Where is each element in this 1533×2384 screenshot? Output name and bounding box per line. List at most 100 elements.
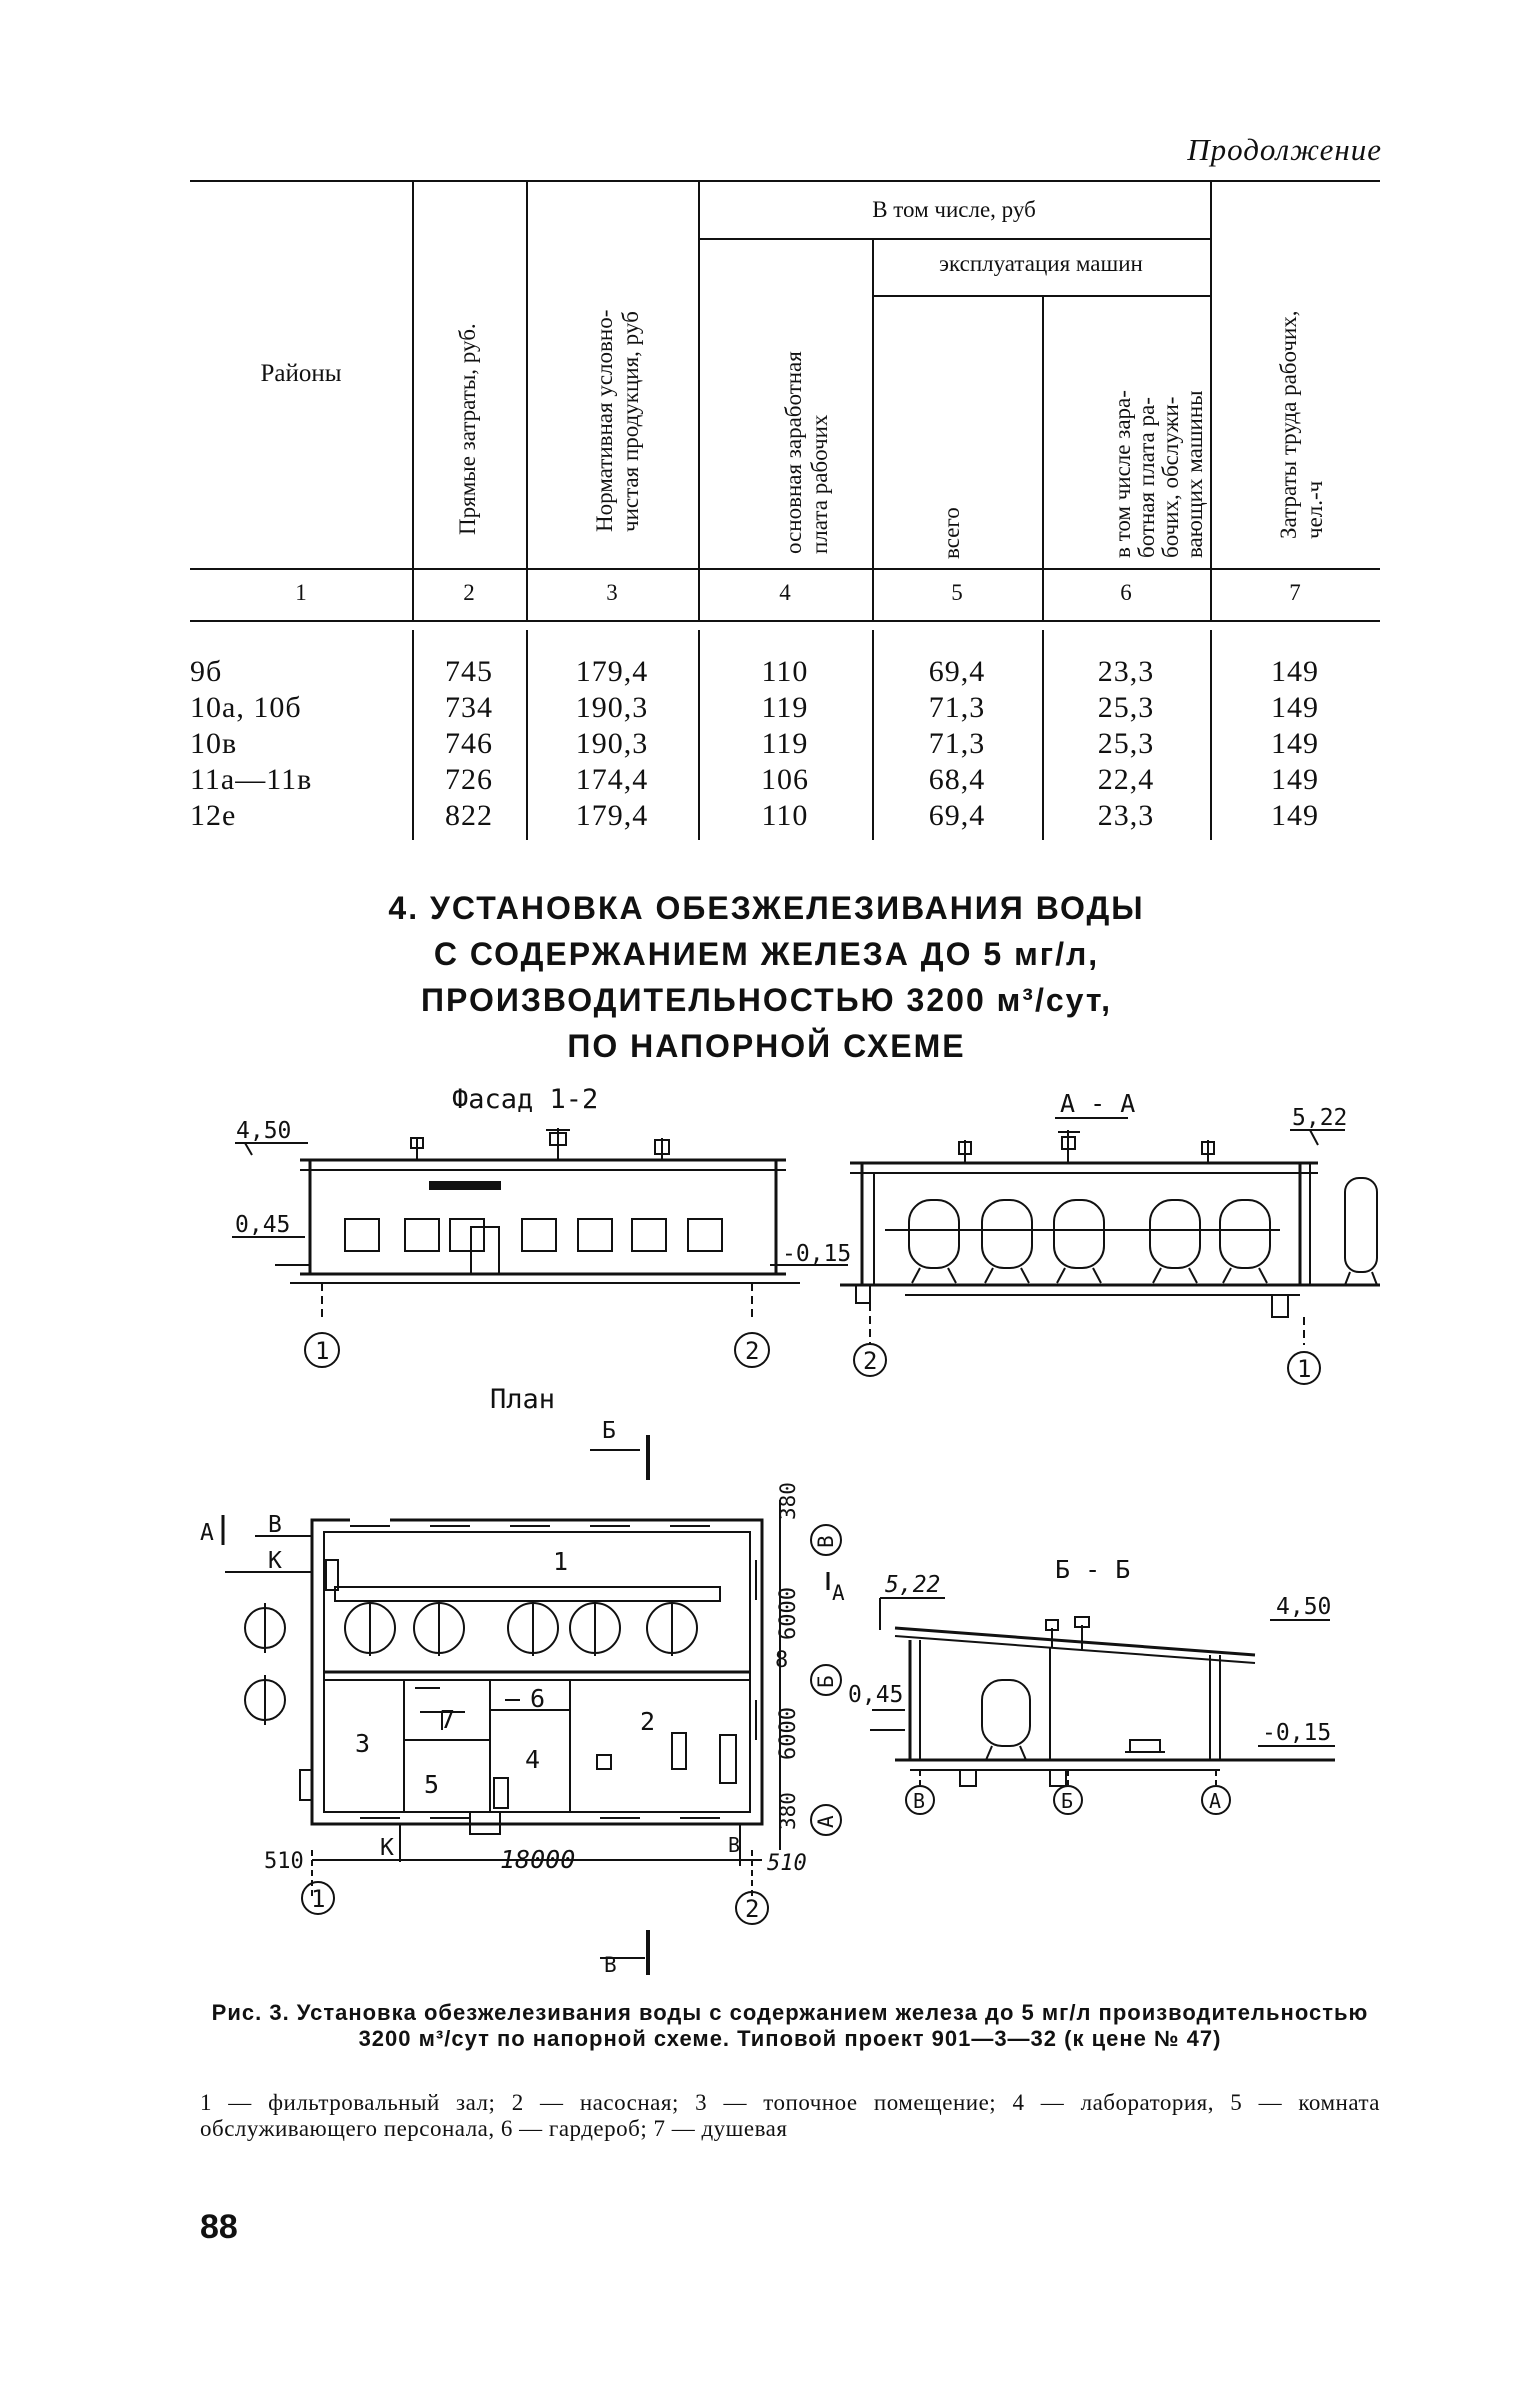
room-3: 3 bbox=[355, 1729, 370, 1758]
colnum-divider bbox=[698, 570, 700, 620]
cut-v-bottom: В bbox=[604, 1953, 617, 1977]
col-direct-costs: 745 734 746 726 822 bbox=[445, 655, 493, 832]
header-including: В том числе, руб bbox=[872, 197, 1036, 222]
dim-510-left: 510 bbox=[264, 1849, 304, 1874]
axis-2-aa: 2 bbox=[863, 1347, 877, 1375]
colnum-divider bbox=[412, 570, 414, 620]
section-title-4: ПО НАПОРНОЙ СХЕМЕ bbox=[567, 1028, 966, 1064]
elev-450-facade: 4,50 bbox=[236, 1118, 291, 1144]
colnum-6: 6 bbox=[1120, 580, 1132, 605]
plan-view: План Б bbox=[200, 1384, 845, 1977]
col-districts: 9б 10а, 10б 10в 11а—11в 12е bbox=[190, 655, 313, 832]
colnum-5: 5 bbox=[951, 580, 963, 605]
header-districts: Районы bbox=[260, 360, 342, 387]
figure-caption: Рис. 3. Установка обезжелезивания воды с… bbox=[211, 2000, 1369, 2051]
axis-2-plan: 2 bbox=[745, 1895, 759, 1923]
facade-view: Фасад 1-2 4,50 0,45 -0,15 1 bbox=[232, 1084, 851, 1368]
axis-b-bb: Б bbox=[1061, 1789, 1073, 1813]
filter-tank-group bbox=[885, 1199, 1280, 1284]
axis-1-facade: 1 bbox=[315, 1337, 329, 1365]
axis-a-plan: А bbox=[814, 1815, 838, 1828]
room-5: 5 bbox=[424, 1770, 439, 1799]
section-bb-view: Б - Б 5,22 4,50 0,45 -0,15 bbox=[848, 1555, 1335, 1815]
section-aa-label: А - А bbox=[1060, 1089, 1135, 1118]
room-2: 2 bbox=[640, 1707, 655, 1736]
colnum-1: 1 bbox=[295, 580, 307, 605]
room-7: 7 bbox=[440, 1705, 455, 1734]
label-k-bottom: К bbox=[380, 1835, 394, 1861]
axis-v-plan: В bbox=[814, 1535, 838, 1548]
axis-1-plan: 1 bbox=[311, 1885, 325, 1913]
cut-a-right: А bbox=[832, 1581, 845, 1605]
axis-1-aa: 1 bbox=[1297, 1355, 1311, 1383]
section-aa-view: А - А 5,22 bbox=[840, 1089, 1380, 1385]
section-title-1: 4. УСТАНОВКА ОБЕЗЖЕЛЕЗИВАНИЯ ВОДЫ bbox=[388, 890, 1145, 926]
elev-m015-bb: -0,15 bbox=[1262, 1720, 1331, 1746]
table-top-rule bbox=[190, 180, 1380, 182]
header-bottom-rule bbox=[190, 568, 1380, 570]
section-bb-label: Б - Б bbox=[1055, 1555, 1130, 1584]
data-table: Районы В том числе, руб эксплуатация маш… bbox=[190, 180, 1380, 840]
colnum-3: 3 bbox=[606, 580, 618, 605]
colnum-divider bbox=[1210, 570, 1212, 620]
col-divider bbox=[526, 180, 528, 570]
col-divider bbox=[872, 238, 874, 570]
cut-a-left: А bbox=[200, 1520, 214, 1546]
dim-18000: 18000 bbox=[500, 1845, 575, 1874]
elev-522-bb: 5,22 bbox=[885, 1572, 940, 1598]
col-machine-total: 69,4 71,3 71,3 68,4 69,4 bbox=[928, 655, 986, 832]
axis-b-plan: Б bbox=[814, 1675, 838, 1688]
body-divider bbox=[412, 630, 414, 840]
body-divider bbox=[526, 630, 528, 840]
page-number: 88 bbox=[200, 2208, 238, 2246]
dim-6000-top: 6000 bbox=[776, 1587, 801, 1640]
elev-522-aa: 5,22 bbox=[1292, 1105, 1347, 1131]
axis-v-bb: В bbox=[913, 1789, 925, 1813]
colnum-4: 4 bbox=[779, 580, 791, 605]
label-k-top: К bbox=[268, 1548, 282, 1574]
machine-underline bbox=[872, 295, 1210, 297]
continued-label: Продолжение bbox=[1187, 132, 1382, 167]
axis-a-bb: А bbox=[1209, 1789, 1221, 1813]
colnum-divider bbox=[1042, 570, 1044, 620]
col-normative: 179,4 190,3 190,3 174,4 179,4 bbox=[575, 655, 649, 832]
col-divider bbox=[1042, 295, 1044, 570]
colnum-divider bbox=[526, 570, 528, 620]
elev-045-facade: 0,45 bbox=[235, 1212, 290, 1238]
dim-380: 380 bbox=[776, 1482, 800, 1520]
col-divider bbox=[698, 180, 700, 570]
axis-2-facade: 2 bbox=[745, 1337, 759, 1365]
colnum-7: 7 bbox=[1289, 580, 1301, 605]
room-4: 4 bbox=[525, 1745, 540, 1774]
col-machine-wage: 23,3 25,3 25,3 22,4 23,3 bbox=[1097, 655, 1155, 832]
colnum-2: 2 bbox=[463, 580, 475, 605]
elev-045-bb: 0,45 bbox=[848, 1682, 903, 1708]
colnum-divider bbox=[872, 570, 874, 620]
label-v-bottom: В bbox=[728, 1833, 740, 1857]
col-base-wage: 110 119 119 106 110 bbox=[761, 655, 809, 832]
room-1: 1 bbox=[553, 1547, 568, 1576]
cut-b-top: Б bbox=[602, 1418, 616, 1444]
col-divider bbox=[412, 180, 414, 570]
facade-label: Фасад 1-2 bbox=[452, 1084, 598, 1115]
header-machine-operation: эксплуатация машин bbox=[939, 251, 1143, 276]
section-title-2: С СОДЕРЖАНИЕМ ЖЕЛЕЗА ДО 5 мг/л, bbox=[433, 936, 1100, 972]
dim-6000-bottom: 6000 bbox=[776, 1707, 801, 1760]
body-divider bbox=[872, 630, 874, 840]
dim-510-right: 510 bbox=[767, 1851, 807, 1876]
body-divider bbox=[698, 630, 700, 840]
room-6: 6 bbox=[530, 1684, 545, 1713]
including-underline bbox=[698, 238, 1210, 240]
body-divider bbox=[1210, 630, 1212, 840]
section-title-3: ПРОИЗВОДИТЕЛЬНОСТЬЮ 3200 м³/сут, bbox=[421, 982, 1112, 1018]
label-v-top: В bbox=[268, 1512, 282, 1538]
elev-m015-facade: -0,15 bbox=[782, 1241, 851, 1267]
elev-450-bb: 4,50 bbox=[1276, 1594, 1331, 1620]
colnum-bottom-rule bbox=[190, 620, 1380, 622]
room-8: 8 bbox=[775, 1648, 788, 1673]
dim-380-bottom: 380 bbox=[776, 1792, 800, 1830]
col-labor: 149 149 149 149 149 bbox=[1271, 655, 1319, 832]
col-divider bbox=[1210, 180, 1212, 570]
plan-label: План bbox=[490, 1384, 555, 1415]
